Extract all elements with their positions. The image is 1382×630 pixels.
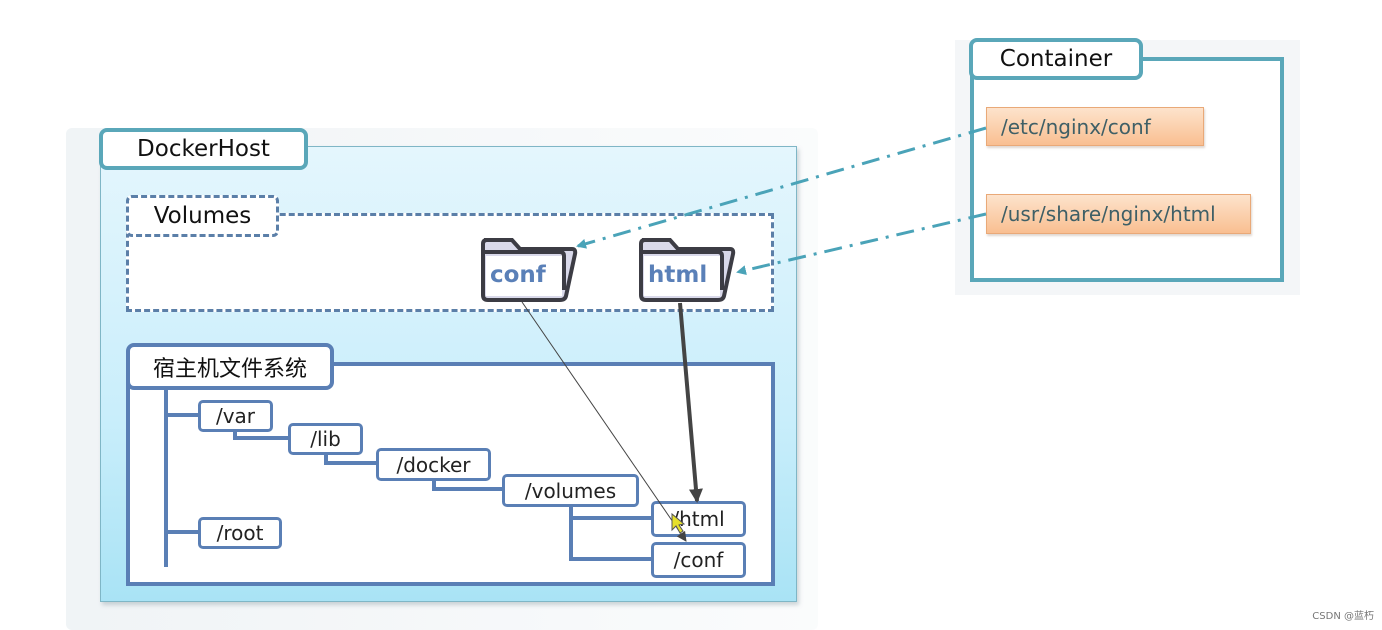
container-path-html: /usr/share/nginx/html bbox=[986, 194, 1251, 234]
watermark: CSDN @蓝朽 bbox=[1312, 611, 1374, 622]
node-lib: /lib bbox=[288, 423, 363, 455]
dockerhost-label: DockerHost bbox=[99, 128, 308, 170]
container-path-conf: /etc/nginx/conf bbox=[986, 107, 1204, 146]
container-label: Container bbox=[969, 38, 1143, 80]
host-filesystem-label: 宿主机文件系统 bbox=[126, 343, 334, 390]
node-docker: /docker bbox=[376, 448, 491, 481]
node-root: /root bbox=[198, 517, 282, 549]
node-html: /html bbox=[651, 501, 746, 537]
node-var: /var bbox=[198, 400, 273, 432]
node-conf: /conf bbox=[651, 542, 746, 578]
container-panel bbox=[970, 57, 1284, 282]
node-volumes: /volumes bbox=[502, 474, 639, 507]
volumes-label: Volumes bbox=[126, 195, 279, 237]
